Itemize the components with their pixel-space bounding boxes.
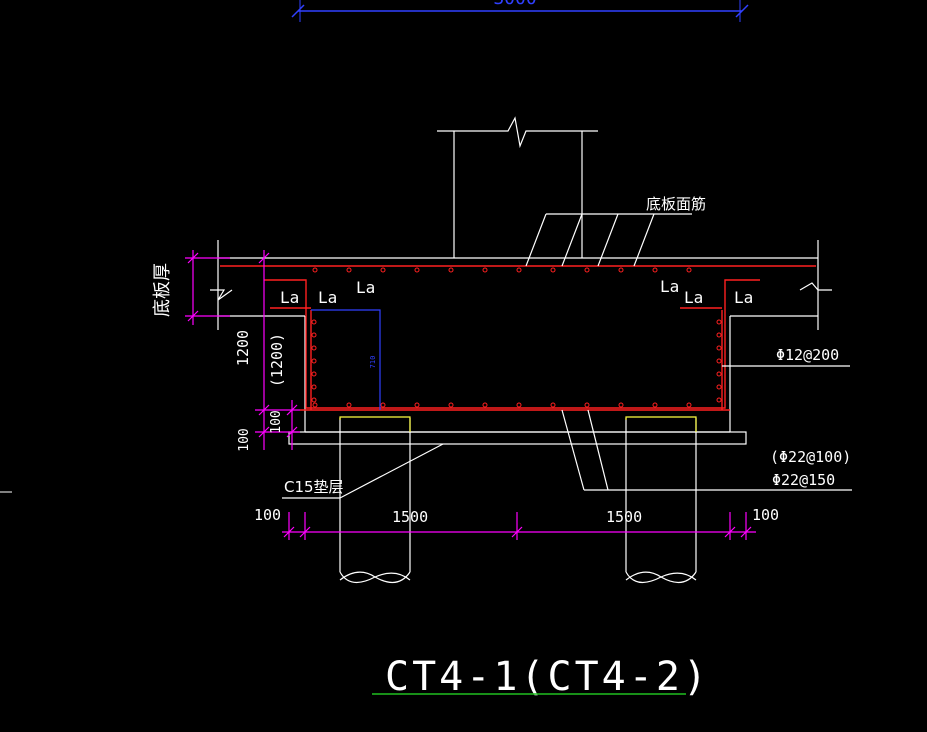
bottom-dimension [282, 512, 756, 540]
cushion-leader [282, 443, 444, 499]
side-rebar-label: Φ12@200 [776, 346, 839, 364]
rebar-dot [716, 384, 722, 390]
rebar-dot [550, 267, 556, 273]
rebar-dots [311, 267, 722, 408]
rebar-dot [346, 402, 352, 408]
rebar-dot [311, 319, 317, 325]
cushion-left-label-2: 100 [269, 410, 284, 433]
piles [339, 418, 697, 583]
rebar-dot [311, 345, 317, 351]
rebar-dot [311, 397, 317, 403]
rebar-dot [652, 267, 658, 273]
cushion-left-label: 100 [237, 428, 252, 451]
slab-thickness-dimension: 底板厚 [152, 250, 230, 325]
la-left-2: La [318, 288, 337, 307]
height-dimensions [255, 250, 300, 450]
bottom-span-right-dim: 1500 [606, 508, 642, 526]
cushion-label: C15垫层 [284, 478, 344, 496]
rebar-dot [448, 402, 454, 408]
rebar-dot [311, 358, 317, 364]
rebar-dot [686, 402, 692, 408]
column [437, 116, 598, 258]
rebar-dot [448, 267, 454, 273]
bottom-rebar-alt-label: (Φ22@100) [770, 448, 851, 466]
rebar-dot [414, 267, 420, 273]
rebar-dot [618, 402, 624, 408]
rebar-dot [584, 402, 590, 408]
rebar-dot [618, 267, 624, 273]
pile-cap-outline [210, 240, 832, 445]
rebar-dot [716, 319, 722, 325]
rebar-dot [516, 402, 522, 408]
rebar-dot [380, 267, 386, 273]
rebar-dot [716, 371, 722, 377]
top-dimension: 3000 [291, 0, 749, 22]
rebar-dot [716, 332, 722, 338]
rebar-dot [346, 267, 352, 273]
rebar-dot [311, 332, 317, 338]
bottom-right-edge-dim: 100 [752, 506, 779, 524]
height-label: 1200 [234, 330, 252, 366]
inner-dimension: 710 [311, 309, 381, 410]
rebar-dot [311, 371, 317, 377]
rebar-dot [716, 345, 722, 351]
rebar-dot [311, 384, 317, 390]
rebar-dot [686, 267, 692, 273]
rebar-dot [716, 358, 722, 364]
height-alt-label: (1200) [268, 333, 286, 387]
rebar-dot [482, 402, 488, 408]
bottom-span-left-dim: 1500 [392, 508, 428, 526]
rebar-dot [380, 402, 386, 408]
drawing-title: CT4-1(CT4-2) [385, 654, 710, 700]
rebar-lines [220, 265, 816, 411]
rebar-dot [414, 402, 420, 408]
la-right-2: La [684, 288, 703, 307]
rebar-dot [482, 267, 488, 273]
slab-top-rebar-label: 底板面筋 [646, 195, 706, 213]
slab-thickness-label: 底板厚 [152, 263, 173, 317]
la-right-1: La [660, 277, 679, 296]
pile-embedment [339, 416, 697, 432]
la-right-3: La [734, 288, 753, 307]
rebar-dot [550, 402, 556, 408]
bottom-left-edge-dim: 100 [254, 506, 281, 524]
slab-rebar-leaders: 底板面筋 [525, 195, 706, 267]
rebar-dot [716, 397, 722, 403]
bottom-rebar-leader [561, 409, 852, 491]
rebar-dot [312, 267, 318, 273]
rebar-dot [652, 402, 658, 408]
la-left-3: La [356, 278, 375, 297]
top-dimension-text: 3000 [493, 0, 536, 9]
rebar-dot [312, 402, 318, 408]
rebar-dot [584, 267, 590, 273]
rebar-dot [516, 267, 522, 273]
inner-dimension-text: 710 [369, 356, 377, 369]
bottom-rebar-label: Φ22@150 [772, 471, 835, 489]
la-left-1: La [280, 288, 299, 307]
